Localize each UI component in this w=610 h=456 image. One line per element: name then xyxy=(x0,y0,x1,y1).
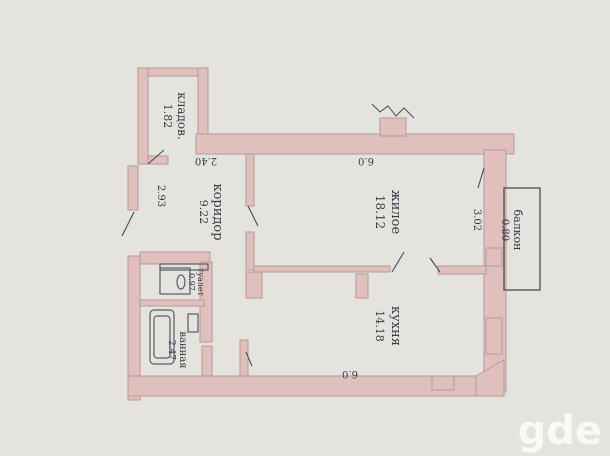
storage-name: кладов. xyxy=(175,92,189,139)
door-living-left xyxy=(391,251,405,273)
corridor-area: 9.22 xyxy=(197,200,210,225)
toilet-bowl xyxy=(176,274,186,290)
corridor-name: коридор xyxy=(210,183,225,240)
dim-bottom: 6.0 xyxy=(342,368,358,379)
dim-room-width: 3.02 xyxy=(471,209,482,231)
balcony-area: 0.80 xyxy=(499,219,510,241)
dim-top-left: 2.40 xyxy=(195,155,217,166)
bottom-window-box xyxy=(431,375,455,391)
sink xyxy=(187,313,199,333)
entrance-door xyxy=(121,211,135,237)
wall-stub-right xyxy=(355,273,369,299)
storage-wall-bottom xyxy=(147,155,169,165)
chimney-block xyxy=(379,117,407,137)
kitchen-area: 14.18 xyxy=(373,310,386,342)
watermark-logo: gde xyxy=(518,408,602,454)
vent-scribble xyxy=(371,103,415,119)
dim-top-right: 6.0 xyxy=(358,155,374,166)
door-corridor-living xyxy=(247,205,259,227)
living-kitchen-wall xyxy=(253,265,391,273)
kitchen-wall-stub xyxy=(239,339,249,377)
door-swings xyxy=(121,149,485,367)
bath-wall-lower xyxy=(201,345,213,377)
toilet-name: туалет xyxy=(196,268,205,297)
bathtub-inner xyxy=(153,315,171,359)
left-exterior-wall xyxy=(127,255,141,401)
door-living-right xyxy=(429,257,441,273)
living-name: жилое xyxy=(388,190,403,235)
kitchen-door xyxy=(245,351,253,367)
window-reveal-2 xyxy=(485,317,503,355)
storage-wall-right xyxy=(197,67,209,139)
storage-wall-left xyxy=(137,67,149,165)
balcony-door xyxy=(477,167,485,189)
living-kitchen-wall-right xyxy=(437,265,487,275)
bathtub xyxy=(149,309,175,365)
wall-stub-left xyxy=(245,271,263,299)
corridor-left-wall xyxy=(127,165,139,211)
right-corner xyxy=(475,359,505,397)
balcony-outline xyxy=(503,187,541,291)
living-area: 18.12 xyxy=(373,195,387,229)
fixtures xyxy=(149,263,209,365)
window-reveal-1 xyxy=(485,247,503,267)
right-exterior-wall xyxy=(483,149,507,393)
dim-corridor-width: 2.93 xyxy=(155,185,166,207)
toilet-area: 0.97 xyxy=(187,273,196,291)
storage-area: 1.82 xyxy=(161,104,174,129)
dimension-labels: 2.40 6.0 2.93 3.02 6.0 xyxy=(155,155,482,379)
partition-middle xyxy=(245,231,255,271)
kitchen-name: кухня xyxy=(388,306,403,346)
top-exterior-wall xyxy=(195,133,515,155)
bath-name: ванная xyxy=(177,331,188,368)
shelf xyxy=(159,263,209,271)
bath-toilet-partition xyxy=(139,299,205,307)
balcony-name: балкон xyxy=(511,210,524,251)
room-labels: кладов. 1.82 коридор 9.22 жилое 18.12 ку… xyxy=(161,92,524,368)
walls xyxy=(127,67,515,401)
partition-upper xyxy=(245,153,255,207)
storage-door xyxy=(147,149,165,165)
toilet-fixture xyxy=(159,267,191,295)
bath-area: 2.47 xyxy=(166,340,176,360)
